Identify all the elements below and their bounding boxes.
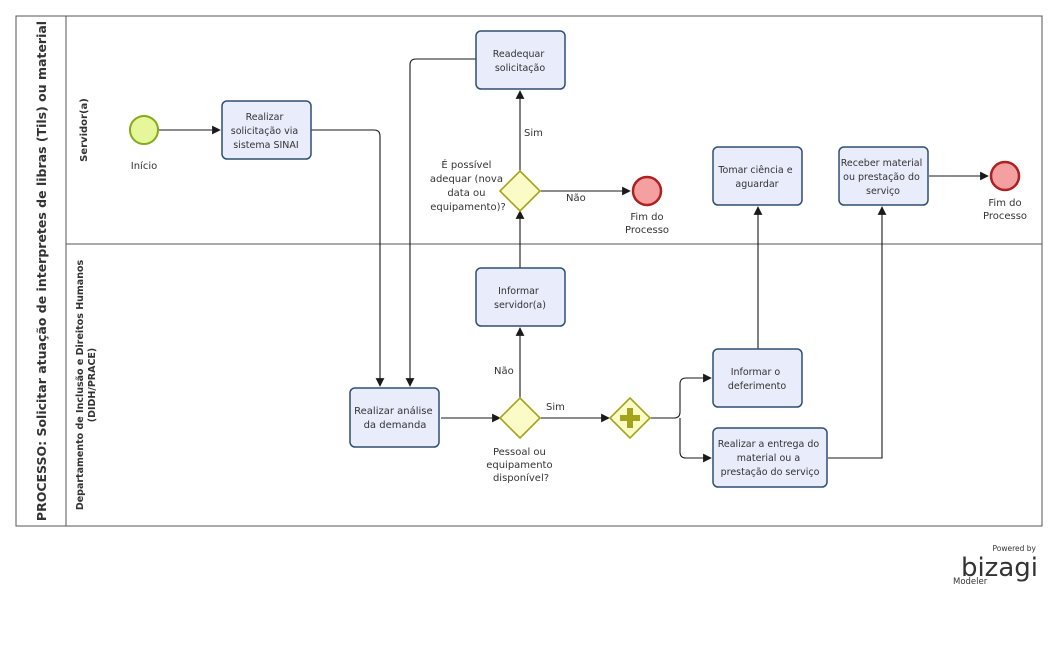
task-receber-material[interactable]: Receber material ou prestação do serviço [838,146,929,206]
parallel-gateway[interactable] [608,396,652,440]
end-event-2-label-line2: Processo [983,211,1027,222]
task-informar-servidor[interactable]: Informar servidor(a) [475,267,566,327]
end-event-2-label-line1: Fim do [988,198,1021,209]
lane-dept-label-line2: (DIDH/PRACE) [87,348,98,423]
svg-text:Informar o deferimento: Informar o deferimento [728,367,786,392]
pool-title: PROCESSO: Solicitar atuação de interpret… [34,21,49,521]
task-readequar-solicitacao[interactable]: Readequar solicitação [475,30,566,90]
flow-label-sim-bottom: Sim [546,402,565,413]
end-event-1-label-line1: Fim do [630,212,663,223]
flow-solicitacao-to-analise [311,129,385,387]
branding-powered-by: Powered by [993,544,1037,553]
end-event-1[interactable] [631,175,663,207]
branding-product: Modeler [953,577,988,587]
task-informar-deferimento[interactable]: Informar o deferimento [712,348,803,408]
task-realizar-analise[interactable]: Realizar análise da demanda [349,387,440,448]
task-tomar-ciencia[interactable]: Tomar ciência e aguardar [712,146,803,206]
svg-text:Tomar ciência e aguardar: Tomar ciência e aguardar [717,165,795,190]
task-realizar-entrega[interactable]: Realizar a entrega do material ou a pres… [712,427,828,488]
flow-label-nao-bottom: Não [494,366,514,377]
svg-text:Realizar a entrega do ma: Realizar a entrega do material ou a pres… [718,439,823,478]
task-realizar-solicitacao[interactable]: Realizar solicitação via sistema SINAI [221,100,312,160]
svg-text:Realizar solicitação via: Realizar solicitação via sistema SINAI [231,112,301,151]
start-event[interactable] [129,115,159,145]
bizagi-logo: Powered by bizagi Modeler [953,544,1038,587]
sequence-flows [159,58,989,463]
gateway-possivel-adequar-label: É possível adequar (nova data ou equipam… [430,158,506,213]
gateway-pessoal-disponivel-label: Pessoal ou equipamento disponível? [486,447,556,484]
flow-label-nao-top: Não [566,193,586,204]
gateway-possivel-adequar[interactable] [498,169,542,213]
flow-label-sim-top: Sim [524,128,543,139]
svg-text:Readequar solicitação: Readequar solicitação [493,49,548,74]
lane-servidor-label: Servidor(a) [79,98,90,162]
flow-parallel-to-deferimento [650,373,712,419]
branding-name: bizagi [961,553,1038,583]
lane-dept-label-line1: Departamento de Inclusão e Direitos Huma… [75,259,86,510]
plus-icon [620,408,640,428]
svg-text:Receber material ou pres: Receber material ou prestação do serviço [841,158,926,197]
flow-readequar-to-analise [405,58,476,387]
flow-parallel-to-entrega [679,418,712,463]
end-event-1-label-line2: Processo [625,225,669,236]
start-event-label: Início [131,160,157,172]
flow-entrega-to-receber [828,206,887,459]
end-event-2[interactable] [989,160,1021,192]
gateway-pessoal-disponivel[interactable] [498,396,542,440]
svg-text:Informar servidor(a): Informar servidor(a) [494,286,546,311]
svg-text:Realizar análise da dema: Realizar análise da demanda [354,405,436,431]
